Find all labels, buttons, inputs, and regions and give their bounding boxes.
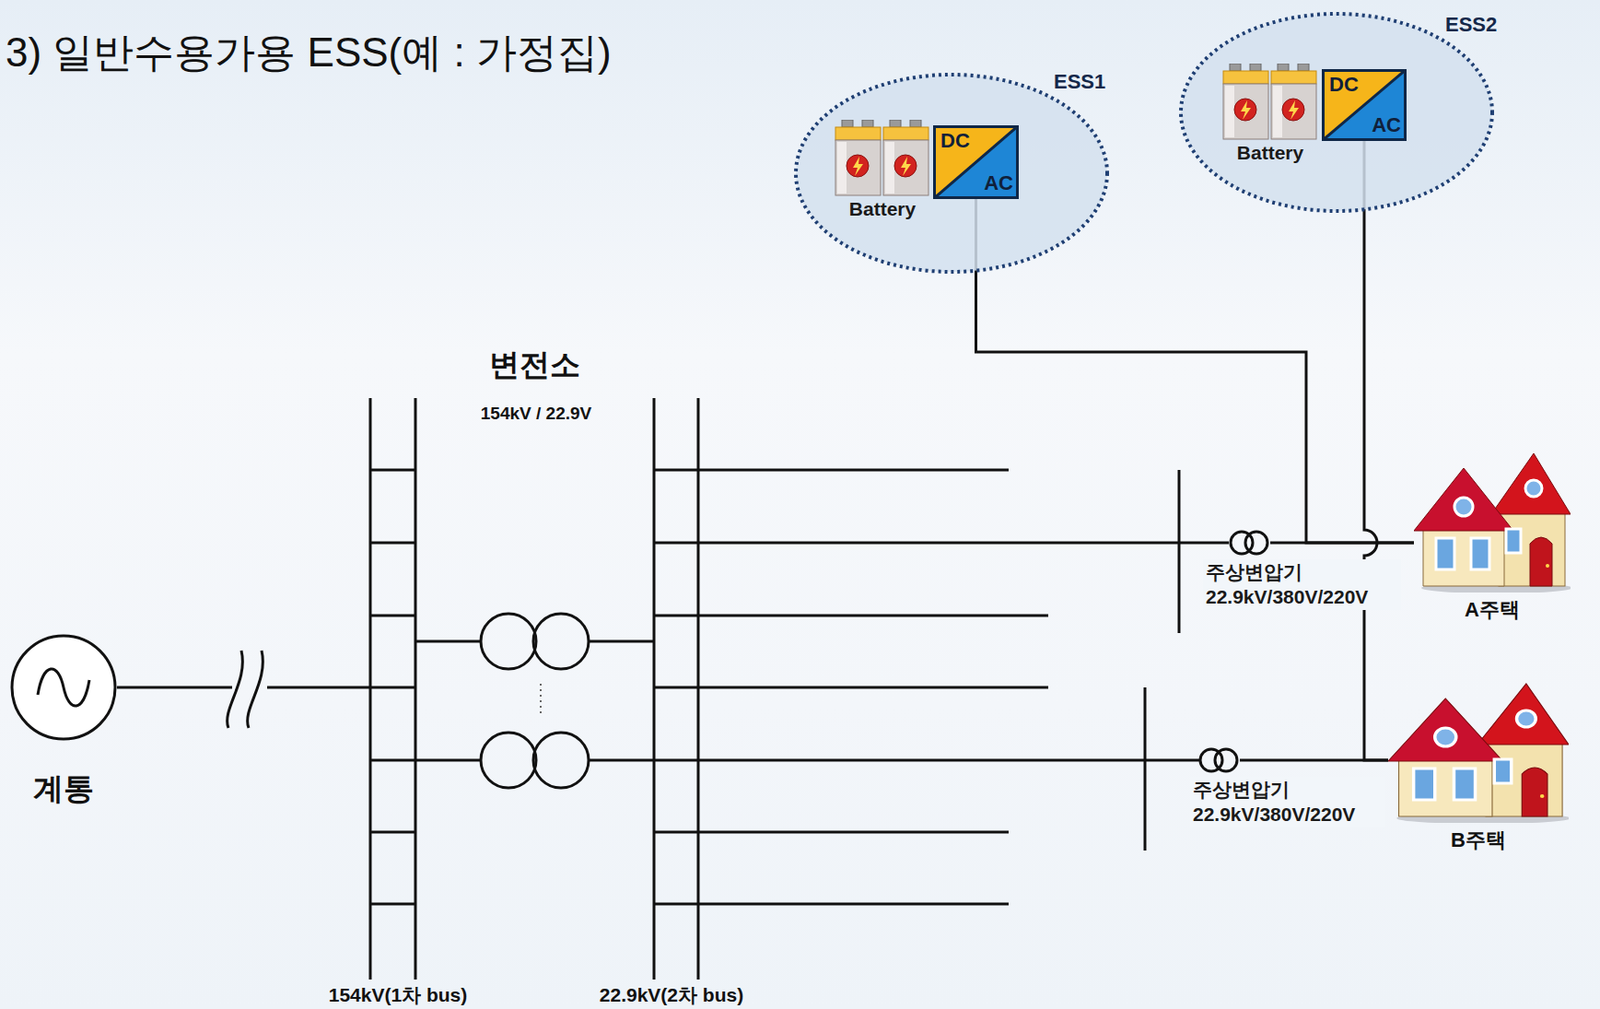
pole-transformer: 주상변압기 22.9kV/380V/220V [1190,745,1386,828]
source-label: 계통 [10,768,117,810]
power-wire [1364,140,1389,760]
house-label: A주택 [1413,595,1571,624]
converter-text: DC [940,128,970,153]
converter-text: DC [1329,72,1359,97]
battery-icon: Battery [834,119,931,221]
slide-title: 3) 일반수용가용 ESS(예 : 가정집) [5,25,612,81]
house: B주택 [1388,670,1569,854]
house: A주택 [1413,440,1571,624]
transformer-symbol [1228,527,1271,558]
house-picture [1413,440,1571,593]
ess-heading: ESS1 [1053,70,1106,94]
transformer-label: 주상변압기 22.9kV/380V/220V [1190,776,1386,828]
ess-region: ESS2Battery DC AC [1178,11,1495,214]
substation-transformers [415,613,655,788]
diagram-label: 154kV / 22.9V [480,403,592,424]
transformer-symbol [1198,745,1240,775]
battery-cells [834,119,931,197]
ess-heading: ESS2 [1445,12,1497,37]
battery-label: Battery [1222,141,1319,164]
diagram-label: 22.9kV(2차 bus) [599,981,744,1008]
dc-ac-converter: DC AC [1321,69,1407,141]
house-picture [1388,670,1569,823]
transformer-label: 주상변압기 22.9kV/380V/220V [1202,559,1402,610]
bus-bars [370,397,699,980]
dc-ac-converter: DC AC [933,125,1019,199]
grid-source: 계통 [10,633,117,810]
diagram-label: 154kV(1차 bus) [328,981,468,1008]
generator-symbol [10,633,117,741]
transmission-line [116,650,371,728]
diagram-label: 변전소 [489,344,581,386]
ess-region: ESS1Battery DC AC [793,71,1110,275]
house-label: B주택 [1388,826,1569,854]
pole-transformer: 주상변압기 22.9kV/380V/220V [1202,527,1402,610]
converter-text: AC [983,171,1014,196]
battery-label: Battery [834,198,931,221]
feeders [698,469,1229,904]
battery-icon: Battery [1222,63,1319,164]
battery-cells [1222,63,1319,141]
converter-text: AC [1371,113,1402,138]
